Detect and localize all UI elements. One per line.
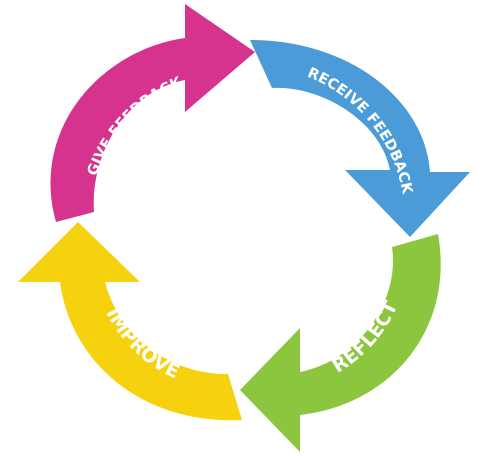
arrow-give-feedback <box>50 4 255 222</box>
arrow-receive-feedback <box>250 40 470 237</box>
arrow-reflect <box>240 234 441 452</box>
arrow-improve <box>18 222 242 421</box>
